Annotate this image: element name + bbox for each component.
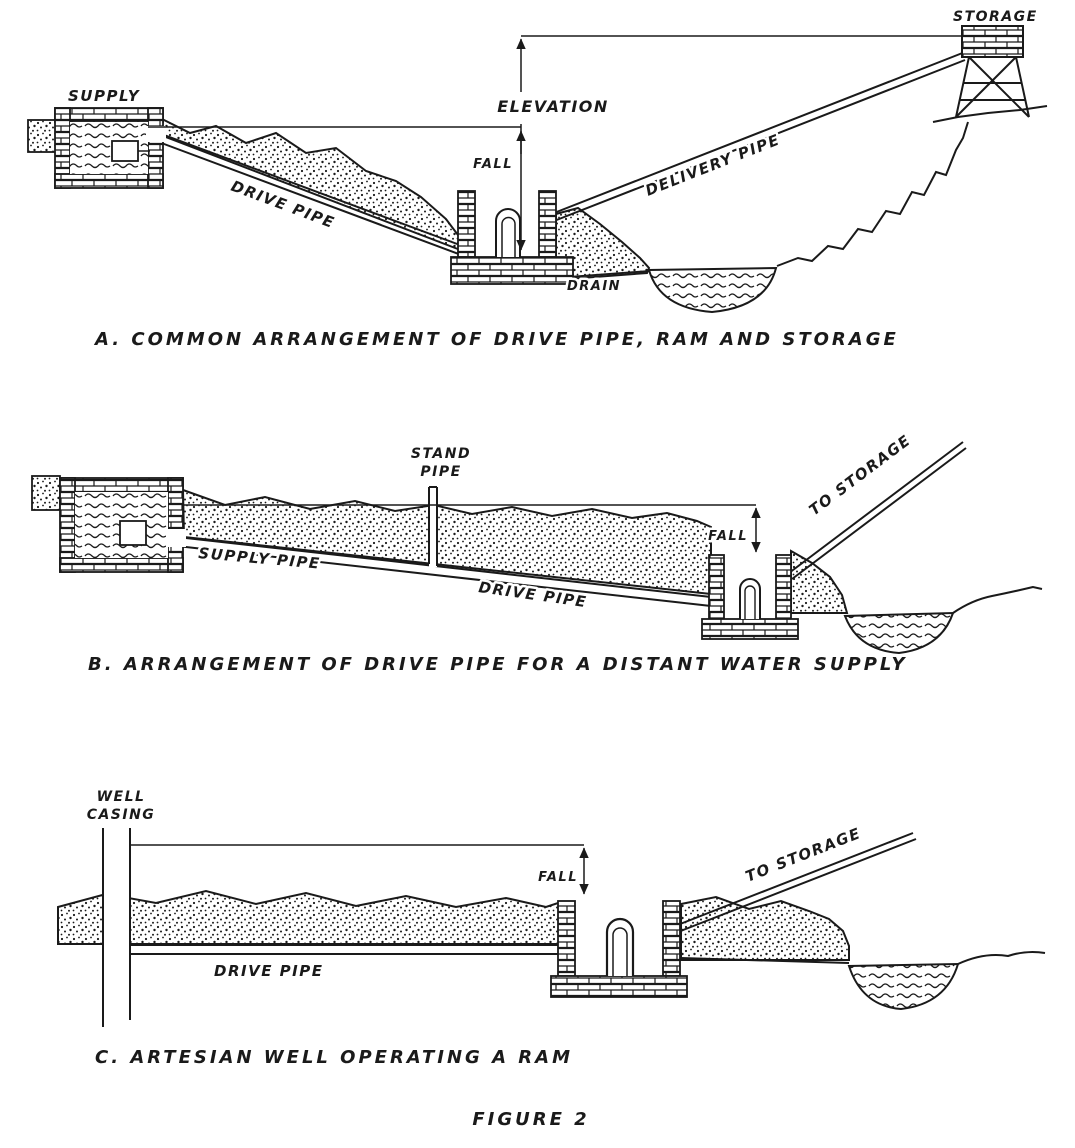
well-casing-c (102, 828, 131, 1027)
ram-a (450, 190, 574, 285)
dimension-elevation-a (148, 35, 962, 251)
delivery-pipe-a (553, 51, 966, 222)
pond-a (647, 266, 778, 314)
terrain-right-b (952, 585, 1043, 614)
label-fall-c: FALL (538, 870, 578, 885)
dimension-fall-b (183, 504, 761, 553)
intake-box-a (111, 140, 139, 162)
drive-pipe-c-lines (131, 944, 561, 955)
ravine-outline-a (776, 121, 969, 267)
supply-tank-b (31, 475, 186, 573)
figure-caption: FIGURE 2 (472, 1109, 589, 1130)
ram-c (550, 900, 688, 998)
caption-c: C. ARTESIAN WELL OPERATING A RAM (95, 1047, 573, 1068)
to-storage-pipe-b (788, 441, 967, 580)
label-stand-pipe-line1: STAND (411, 446, 471, 462)
label-fall-b: FALL (708, 529, 748, 544)
ground-right-of-ram-b (790, 549, 849, 614)
caption-b: B. ARRANGEMENT OF DRIVE PIPE FOR A DISTA… (88, 654, 908, 675)
label-well-casing-line2: CASING (87, 807, 156, 823)
label-stand-pipe-line2: PIPE (420, 464, 461, 480)
label-supply-a: SUPPLY (68, 87, 141, 105)
intake-box-b (119, 520, 147, 546)
ram-valve-a (495, 208, 521, 257)
inflow-stub-b (31, 475, 61, 511)
outlet-line-c (680, 957, 850, 964)
label-drain-a: DRAIN (567, 279, 621, 294)
caption-a: A. COMMON ARRANGEMENT OF DRIVE PIPE, RAM… (93, 329, 899, 350)
terrain-right-c (957, 951, 1046, 965)
label-drive-pipe-b: DRIVE PIPE (477, 578, 588, 611)
pond-c (847, 962, 960, 1011)
label-drive-pipe-c: DRIVE PIPE (214, 962, 323, 980)
label-storage-a: STORAGE (953, 9, 1038, 25)
diagram-a: SUPPLY STORAGE ELEVATION FALL DRIVE PIPE… (27, 7, 1048, 352)
stand-pipe-b (428, 486, 438, 567)
dimension-fall-c (131, 844, 589, 895)
inflow-stub-a (27, 119, 57, 153)
hillside-a (156, 117, 465, 253)
label-fall-a: FALL (473, 157, 513, 172)
ram-b (701, 554, 799, 640)
label-elevation-a: ELEVATION (497, 97, 609, 116)
label-delivery-pipe-a: DELIVERY PIPE (643, 130, 783, 199)
drive-pipe-a (147, 128, 469, 257)
ram-valve-b (739, 578, 761, 619)
ground-b (181, 488, 712, 596)
supply-drive-pipe-b (167, 535, 712, 607)
ground-right-of-ram-c (680, 895, 850, 961)
storage-tower-a (955, 25, 1030, 118)
diagram-b: STAND PIPE SUPPLY PIPE DRIVE PIPE FALL T… (31, 428, 1043, 677)
diagram-c: WELL CASING DRIVE PIPE FALL TO STORAGE C… (57, 787, 1046, 1070)
drain-line-a (568, 270, 651, 278)
supply-tank-a (27, 107, 166, 189)
ground-c (57, 889, 562, 945)
pond-b (843, 611, 955, 655)
tower-base-ground-a (932, 105, 1048, 123)
label-well-casing-line1: WELL (97, 789, 146, 805)
to-storage-pipe-c (674, 832, 917, 933)
label-to-storage-b: TO STORAGE (806, 431, 915, 519)
storage-tank-a (961, 25, 1024, 58)
